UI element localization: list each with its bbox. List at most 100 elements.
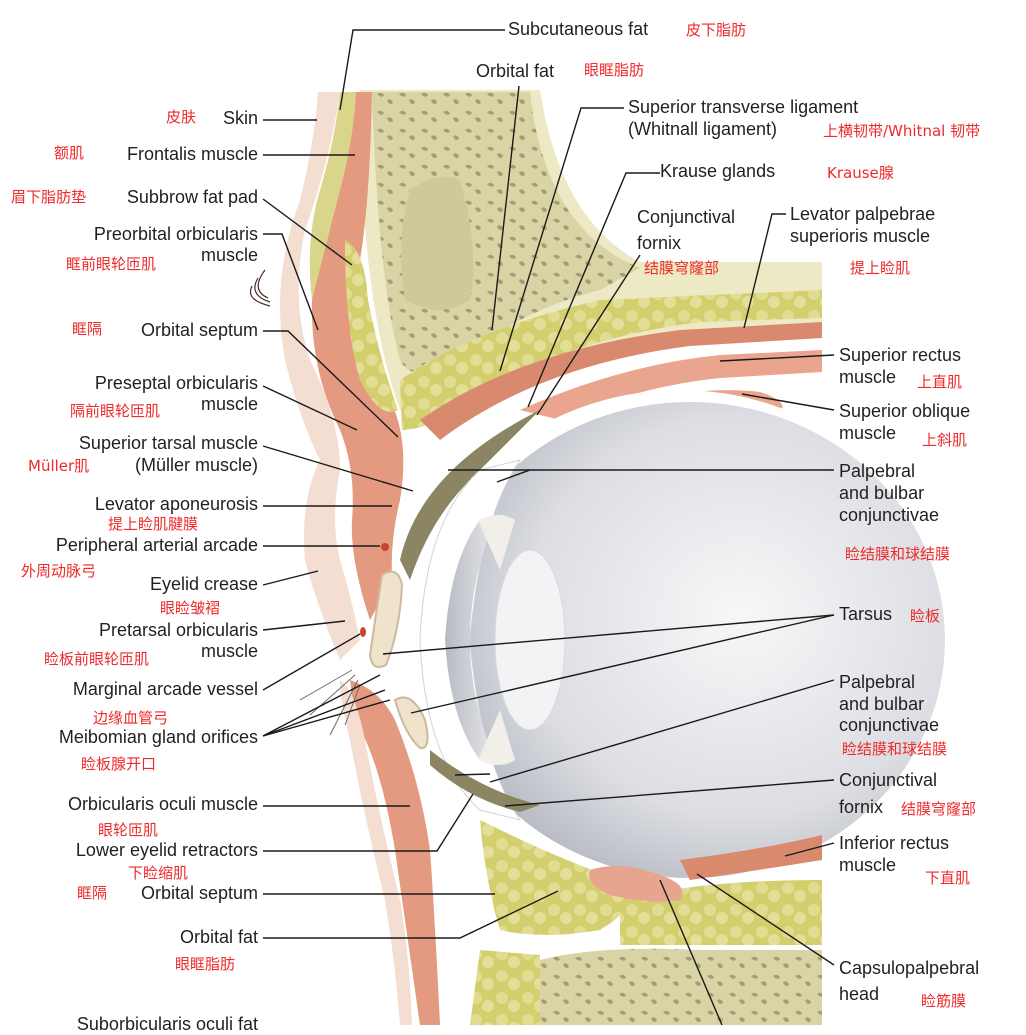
label-pretarsal: Pretarsal orbicularis — [98, 620, 258, 640]
label-conj-fornix-lower-2: fornix — [839, 797, 884, 817]
label-lower-retractors: Lower eyelid retractors — [75, 840, 258, 860]
label-conjunctivae-lower-2: and bulbar — [839, 694, 925, 714]
label-levator-aponeurosis: Levator aponeurosis — [94, 494, 258, 514]
leader-whitnall — [499, 107, 624, 372]
label-preseptal-cn: 隔前眼轮匝肌 — [70, 402, 161, 420]
label-conjunctivae-upper: Palpebral — [839, 461, 916, 481]
label-levator-palpebrae: Levator palpebrae — [790, 204, 936, 224]
label-tarsus-cn: 睑板 — [910, 607, 941, 625]
label-lower-retractors-cn: 下睑缩肌 — [128, 864, 189, 882]
conjunctival-fornix-upper — [400, 410, 540, 580]
leader-preorbital — [263, 233, 319, 331]
label-skin-cn: 皮肤 — [166, 108, 197, 126]
label-marginal-arcade: Marginal arcade vessel — [72, 679, 258, 699]
leader-eyelid-crease — [262, 570, 319, 586]
leader-superior-rectus — [719, 354, 835, 362]
label-conjunctivae-upper-cn: 睑结膜和球结膜 — [845, 545, 951, 563]
label-inferior-rectus: Inferior rectus — [839, 833, 950, 853]
leader-tarsus-1 — [382, 614, 835, 655]
leader-capsulopalpebral-2 — [659, 879, 723, 1025]
label-conj-fornix-upper-cn: 结膜穹窿部 — [644, 259, 720, 277]
label-levator-aponeurosis-cn: 提上睑肌腱膜 — [108, 515, 199, 533]
orbicularis-oculi-lower — [350, 680, 440, 1025]
label-meibomian: Meibomian gland orifices — [58, 727, 258, 747]
label-superior-tarsal-2: (Müller muscle) — [134, 455, 258, 475]
leader-pretarsal — [262, 620, 346, 631]
leader-tarsus-2 — [410, 614, 835, 714]
leader-conjunctivae-lower — [489, 679, 835, 783]
subcutaneous-fat-upper — [309, 92, 356, 320]
suborbicularis-fat — [470, 950, 540, 1025]
label-marginal-arcade-cn: 边缘血管弓 — [93, 709, 169, 727]
label-orbital-fat-upper: Orbital fat — [476, 61, 555, 81]
label-superior-oblique-cn: 上斜肌 — [922, 431, 968, 449]
label-meibomian-cn: 睑板腺开口 — [81, 755, 157, 773]
label-whitnall: Superior transverse ligament — [628, 97, 859, 117]
label-whitnall-cn: 上横韧带/Whitnal 韧带 — [823, 122, 981, 140]
label-preorbital: Preorbital orbicularis — [93, 224, 258, 244]
label-frontalis-cn: 额肌 — [54, 144, 85, 162]
label-orbital-septum-lower: Orbital septum — [140, 883, 258, 903]
label-pretarsal-2: muscle — [200, 641, 258, 661]
lens — [494, 549, 566, 731]
leader-meibomian-2 — [262, 689, 386, 737]
leader-lower-retractors — [263, 793, 474, 852]
label-inferior-rectus-cn: 下直肌 — [925, 869, 971, 887]
label-frontalis: Frontalis muscle — [126, 144, 258, 164]
iris-lower — [478, 710, 515, 765]
label-superior-rectus-cn: 上直肌 — [917, 373, 963, 391]
label-orbital-fat-upper-cn: 眼眶脂肪 — [584, 61, 645, 79]
inferior-rectus-muscle — [680, 835, 822, 880]
peripheral-arterial-arcade-vessel — [381, 543, 389, 551]
label-capsulopalpebral-2: head — [839, 984, 880, 1004]
label-orbital-septum-upper-cn: 眶隔 — [72, 320, 103, 338]
marginal-arcade-vessel — [360, 627, 366, 637]
eyelashes-upper — [249, 269, 271, 307]
label-orbital-fat-lower-cn: 眼眶脂肪 — [175, 955, 236, 973]
conjunctival-fornix-lower — [430, 750, 540, 812]
label-conj-fornix-upper: Conjunctival — [637, 207, 736, 227]
label-superior-tarsal-cn: Müller肌 — [28, 457, 90, 475]
label-subbrow-fat-cn: 眉下脂肪垫 — [11, 188, 87, 206]
label-pretarsal-cn: 睑板前眼轮匝肌 — [44, 650, 150, 668]
label-levator-palpebrae-cn: 提上睑肌 — [850, 259, 911, 277]
subbrow-fat-pad — [345, 240, 398, 412]
leader-superior-oblique — [741, 393, 835, 411]
label-superior-oblique: Superior oblique — [839, 401, 971, 421]
eye-globe — [410, 390, 950, 890]
leader-conjunctivae-lower-2 — [454, 773, 491, 776]
orbital-bone-upper — [360, 90, 822, 414]
label-tarsus: Tarsus — [839, 604, 893, 624]
label-conjunctivae-upper-2: and bulbar — [839, 483, 925, 503]
label-eyelid-crease: Eyelid crease — [149, 574, 258, 594]
label-conjunctivae-lower-3: conjunctivae — [839, 715, 940, 735]
label-inferior-rectus-2: muscle — [839, 855, 897, 875]
label-levator-palpebrae-2: superioris muscle — [790, 226, 931, 246]
leader-conjunctivae-upper — [496, 469, 834, 483]
label-krause-cn: Krause腺 — [827, 164, 894, 182]
anterior-chamber — [445, 520, 495, 760]
lower-tarsus — [393, 696, 429, 750]
capsulopalpebral-head — [589, 866, 683, 902]
label-conjunctivae-upper-3: conjunctivae — [839, 505, 940, 525]
label-capsulopalpebral-cn: 睑筋膜 — [921, 992, 967, 1010]
superior-rectus-muscle — [520, 350, 822, 420]
leader-inferior-rectus — [784, 842, 835, 857]
label-skin: Skin — [222, 108, 258, 128]
leader-marginal-arcade — [262, 633, 361, 691]
label-conj-fornix-upper-2: fornix — [637, 233, 682, 253]
leader-capsulopalpebral — [696, 873, 835, 966]
leader-conj-fornix-lower — [504, 779, 835, 807]
orbital-fat-lower — [480, 820, 632, 935]
label-conjunctivae-lower: Palpebral — [839, 672, 916, 692]
skin-lower — [340, 680, 412, 1025]
label-subcutaneous-fat: Subcutaneous fat — [508, 19, 649, 39]
label-conj-fornix-lower: Conjunctival — [839, 770, 938, 790]
label-peripheral-arcade: Peripheral arterial arcade — [55, 535, 258, 555]
label-subcutaneous-fat-cn: 皮下脂肪 — [686, 21, 747, 39]
leader-krause — [527, 172, 660, 408]
label-conjunctivae-lower-cn: 睑结膜和球结膜 — [842, 740, 948, 758]
label-subbrow-fat: Subbrow fat pad — [126, 187, 258, 207]
label-preorbital-2: muscle — [200, 245, 258, 265]
